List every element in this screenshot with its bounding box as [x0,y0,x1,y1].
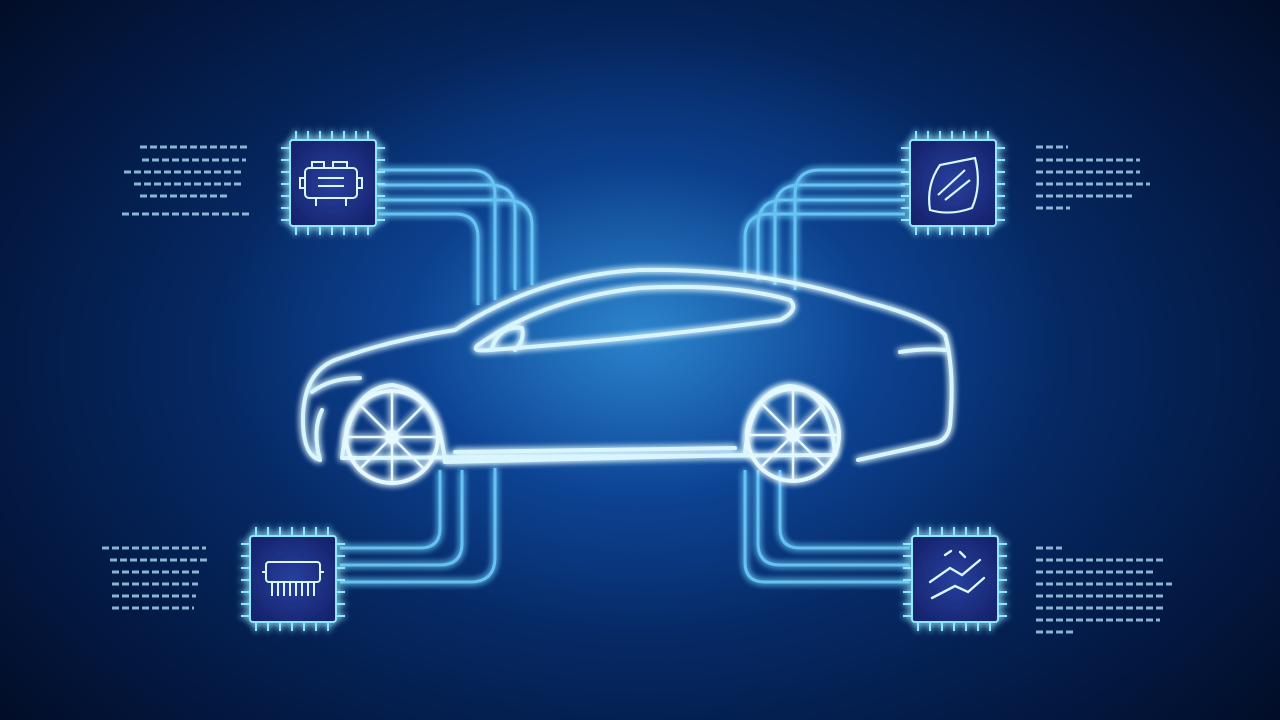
trace-bottom-left-2 [340,470,464,567]
trace-top-right-2 [773,183,905,285]
trace-top-right-1 [793,168,905,290]
car-window [473,284,796,353]
car-outline [300,267,954,464]
trace-top-left-2 [378,183,517,290]
trace-bottom-right-2 [756,470,910,567]
chip-top-right [901,131,1005,235]
text-block-top-left [122,145,252,216]
rear-wheel [745,387,841,483]
trace-top-right-4 [743,212,905,275]
car-beltline [453,446,737,454]
car-mirror [490,325,525,352]
text-block-top-right [1036,145,1150,210]
car-headlight [310,376,362,394]
radiator-icon [262,561,324,596]
chip-bottom-right [903,527,1007,631]
trace-bottom-right-1 [778,470,910,550]
car-nose [314,408,324,462]
trace-top-left-3 [378,198,534,285]
signal-icon [928,549,986,600]
circuit-traces [340,168,910,584]
chip-bottom-left [241,527,345,631]
trace-bottom-left-1 [340,470,442,550]
text-block-bottom-right [1036,546,1172,634]
trace-top-left-1 [378,168,497,300]
trace-top-right-3 [756,198,905,280]
chip-top-left [281,131,385,235]
text-block-bottom-left [102,546,210,610]
windshield-icon [928,156,979,214]
front-wheel [344,389,440,485]
car-taillight [898,347,947,354]
engine-icon [299,161,363,206]
trace-top-left-4 [378,212,480,305]
trace-bottom-left-3 [340,468,497,584]
car-body [300,267,954,464]
trace-bottom-right-3 [743,470,910,584]
